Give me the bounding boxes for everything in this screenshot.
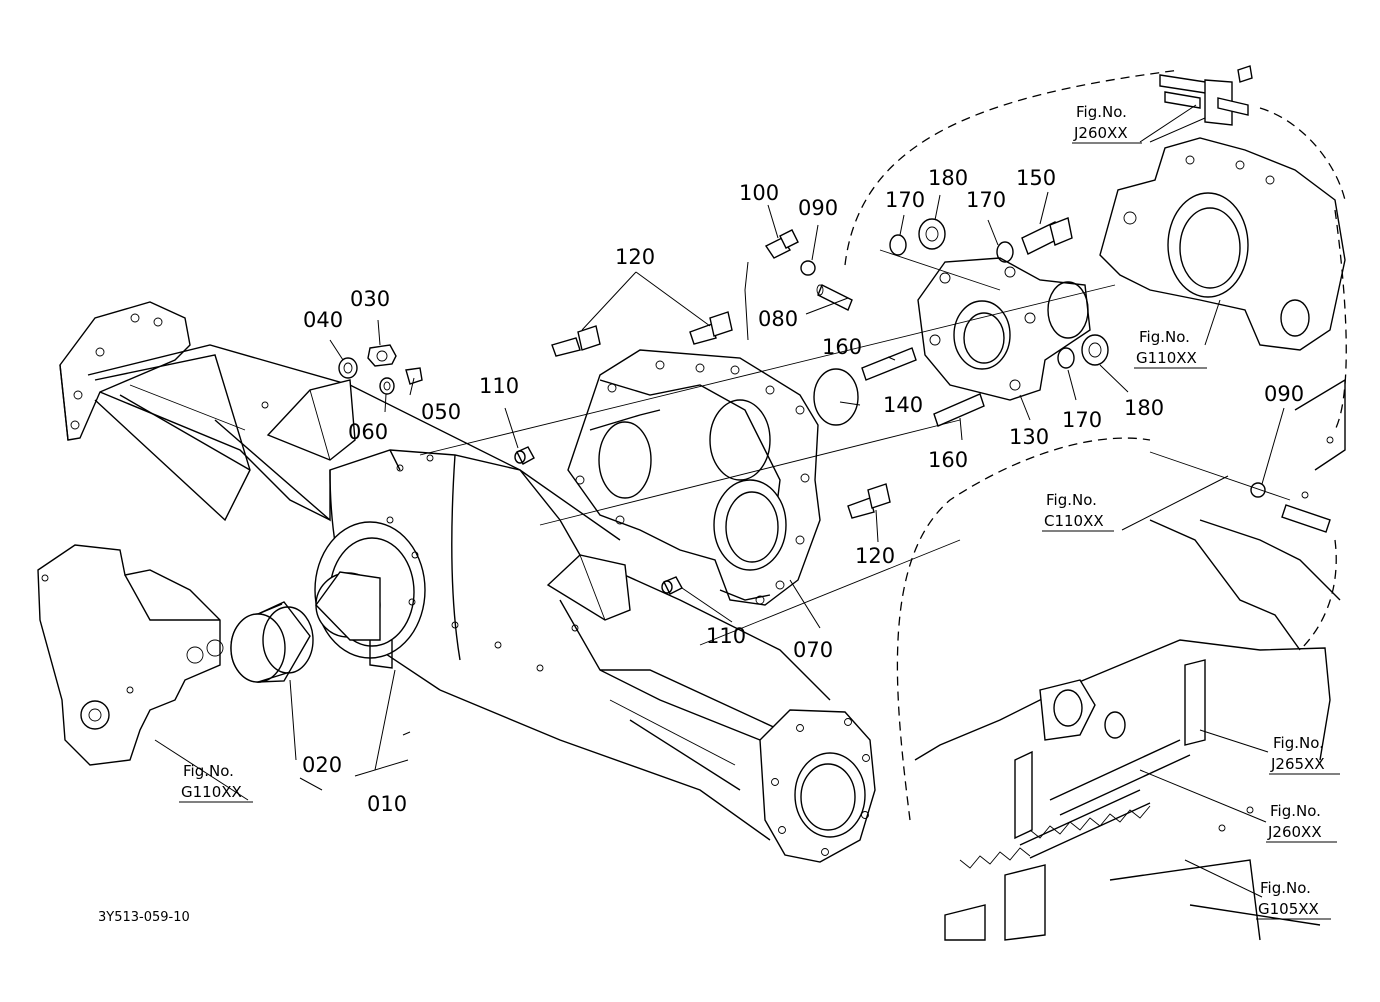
- figref-code: C110XX: [1044, 512, 1104, 530]
- figref-label: Fig.No.: [1270, 802, 1321, 820]
- callout-050: 050: [421, 400, 461, 424]
- bolt-150: [1021, 217, 1073, 255]
- callout-170: 170: [1062, 408, 1102, 432]
- callout-090: 090: [798, 196, 838, 220]
- callout-070: 070: [793, 638, 833, 662]
- callout-060: 060: [348, 420, 388, 444]
- figref-label: Fig.No.: [1260, 879, 1311, 897]
- callout-110: 110: [706, 624, 746, 648]
- studs-160: [861, 347, 985, 427]
- callout-labels: 010 020 030 040 050 060 070 080 090 090 …: [302, 166, 1304, 816]
- axle-housing: [59, 301, 876, 863]
- figref-g105[interactable]: Fig.No. G105XX: [1256, 879, 1331, 920]
- figref-code: G105XX: [1258, 900, 1319, 918]
- figref-code: J265XX: [1270, 755, 1325, 773]
- figref-code: G110XX: [1136, 349, 1197, 367]
- bracket-top-right: [1159, 65, 1253, 126]
- figref-j265[interactable]: Fig.No. J265XX: [1269, 734, 1340, 775]
- figref-label: Fig.No.: [1139, 328, 1190, 346]
- callout-140: 140: [883, 393, 923, 417]
- callout-150: 150: [1016, 166, 1056, 190]
- callout-170: 170: [885, 188, 925, 212]
- chassis-left-fragment: [37, 544, 224, 766]
- callout-040: 040: [303, 308, 343, 332]
- bolts-120: [551, 311, 891, 519]
- callout-170: 170: [966, 188, 1006, 212]
- figref-c110[interactable]: Fig.No. C110XX: [1042, 491, 1114, 532]
- figure-references: Fig.No. J260XX Fig.No. G110XX Fig.No. C1…: [179, 103, 1340, 920]
- oring-140: [813, 368, 859, 426]
- callout-020: 020: [302, 753, 342, 777]
- carrier-130: [917, 257, 1091, 401]
- fittings-080-100: [764, 229, 1331, 533]
- callout-130: 130: [1009, 425, 1049, 449]
- callout-090: 090: [1264, 382, 1304, 406]
- figref-code: J260XX: [1073, 124, 1128, 142]
- callout-080: 080: [758, 307, 798, 331]
- figref-g110-right[interactable]: Fig.No. G110XX: [1134, 328, 1207, 369]
- washers-170-180: [889, 218, 1109, 369]
- figref-j260-bottom[interactable]: Fig.No. J260XX: [1266, 802, 1337, 843]
- callout-160: 160: [928, 448, 968, 472]
- figref-j260-top[interactable]: Fig.No. J260XX: [1072, 103, 1142, 144]
- callout-160: 160: [822, 335, 862, 359]
- figref-code: G110XX: [181, 783, 242, 801]
- callout-120: 120: [855, 544, 895, 568]
- plugs-030-060: [338, 344, 423, 395]
- dowels-110: [514, 446, 683, 595]
- figref-code: J260XX: [1267, 823, 1322, 841]
- figref-label: Fig.No.: [183, 762, 234, 780]
- callout-180: 180: [928, 166, 968, 190]
- callout-120: 120: [615, 245, 655, 269]
- knuckle-upper-right: [1099, 137, 1346, 351]
- figref-label: Fig.No.: [1046, 491, 1097, 509]
- drawing-number: 3Y513-059-10: [98, 910, 190, 925]
- lower-right-assembly: [914, 378, 1346, 941]
- figref-label: Fig.No.: [1076, 103, 1127, 121]
- bushing-020: [230, 601, 314, 683]
- callout-110: 110: [479, 374, 519, 398]
- leader-lines: [154, 104, 1285, 898]
- callout-180: 180: [1124, 396, 1164, 420]
- figref-g110-left[interactable]: Fig.No. G110XX: [179, 762, 253, 803]
- callout-100: 100: [739, 181, 779, 205]
- case-070: [567, 349, 821, 606]
- center-axes: [419, 249, 1291, 646]
- callout-030: 030: [350, 287, 390, 311]
- boundary-dashes: [844, 69, 1347, 821]
- callout-010: 010: [367, 792, 407, 816]
- figref-label: Fig.No.: [1273, 734, 1324, 752]
